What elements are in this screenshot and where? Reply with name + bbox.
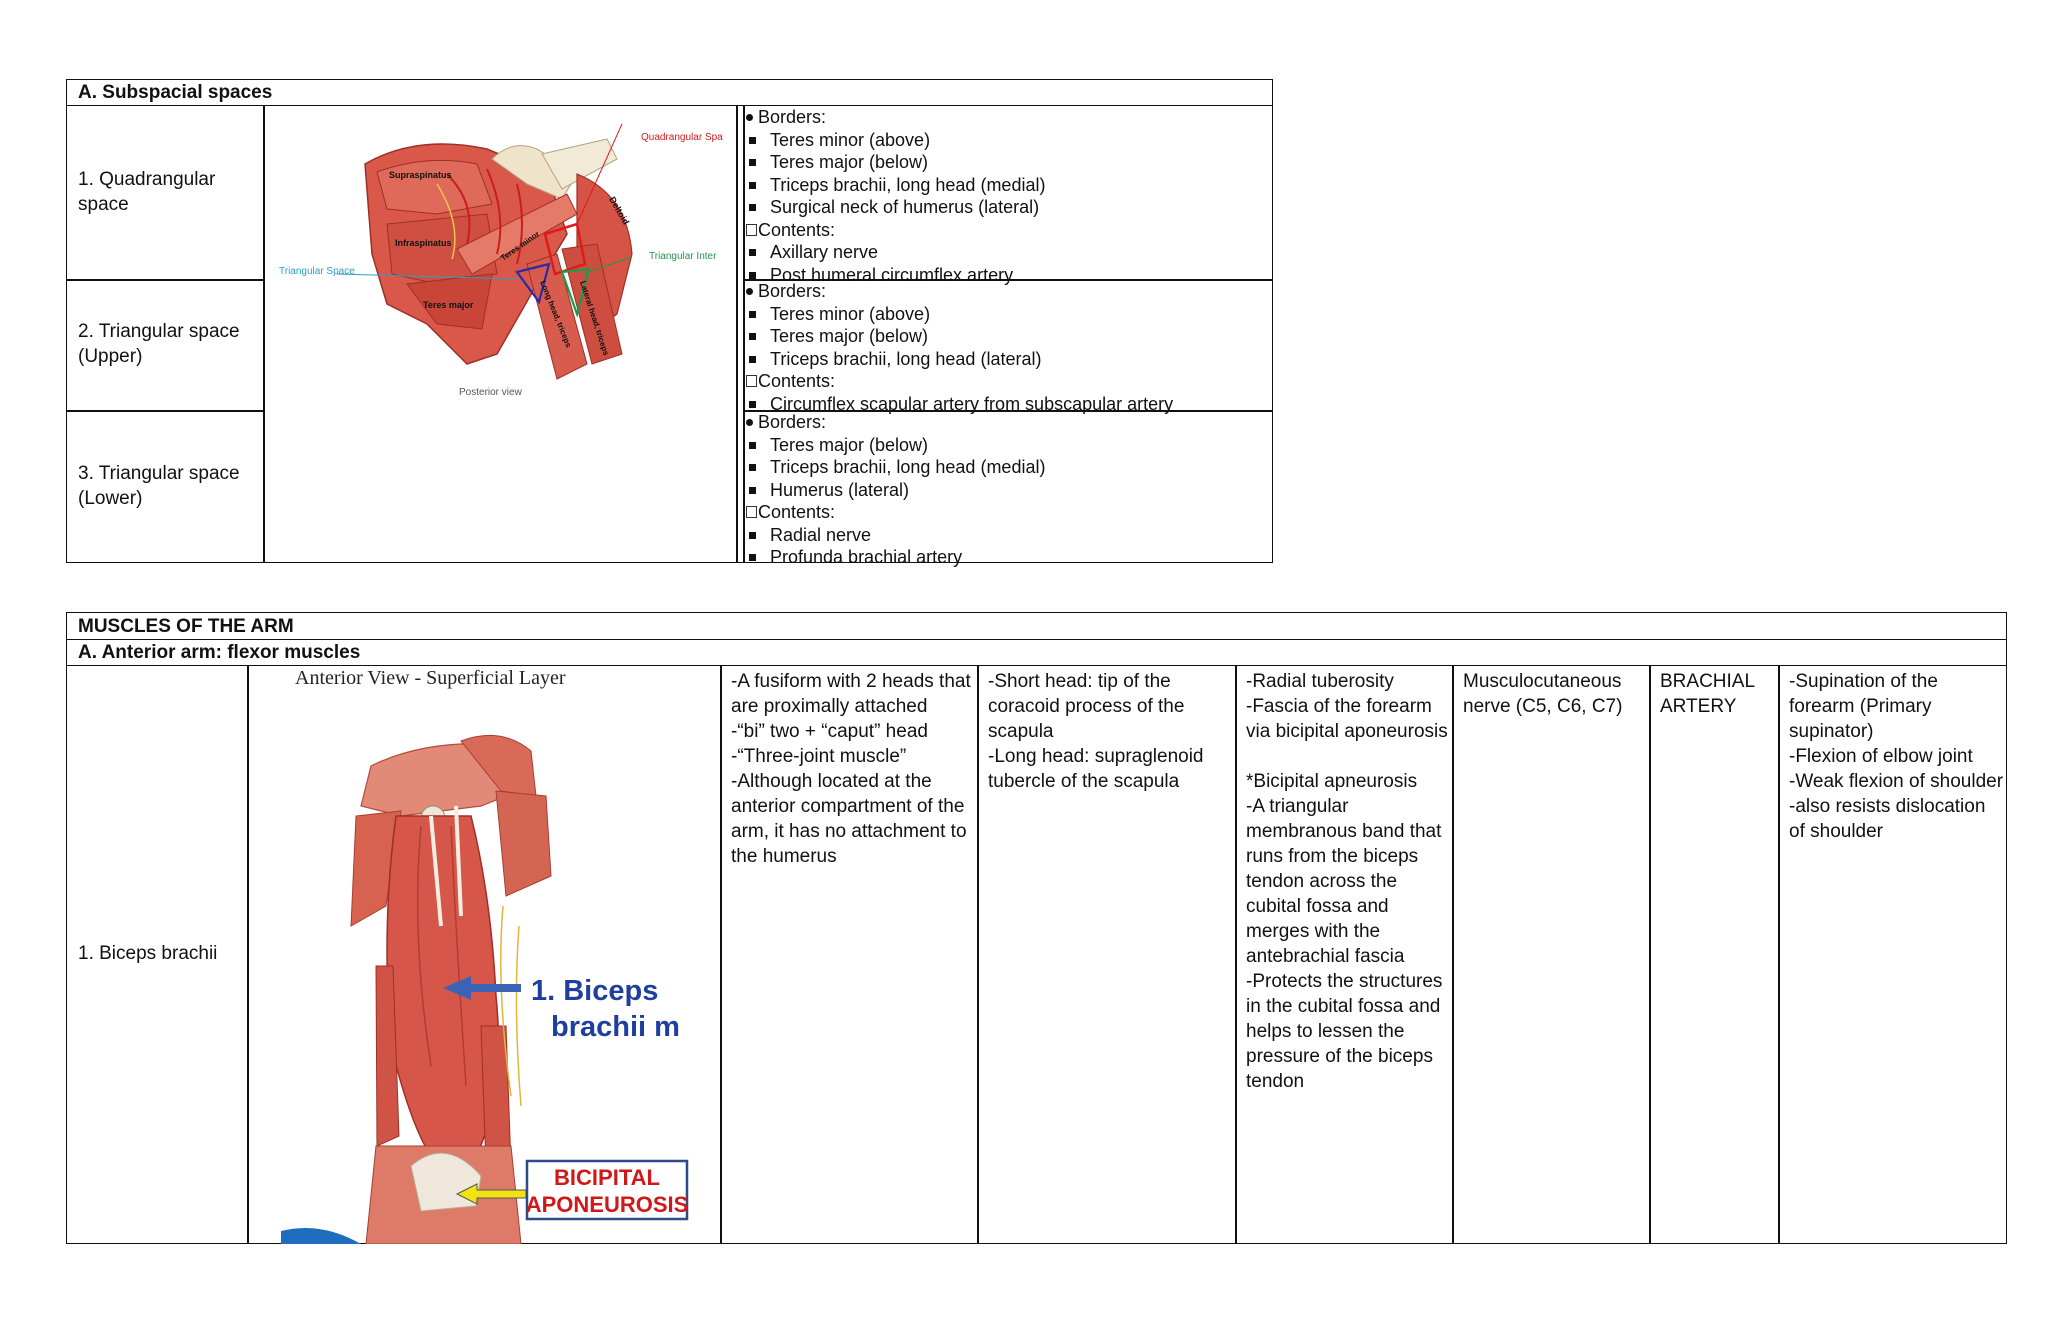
row-label-triangular-lower: 3. Triangular space (Lower)	[78, 463, 240, 509]
biceps-label-line1: 1. Biceps	[531, 975, 658, 1007]
figure-title: Anterior View - Superficial Layer	[295, 667, 566, 689]
aponeurosis-label-line2: APONEUROSIS	[526, 1192, 689, 1217]
column-divider	[263, 106, 265, 563]
quadrangular-details: Borders: Teres minor (above) Teres major…	[744, 107, 1045, 287]
posterior-shoulder-illustration: Supraspinatus Infraspinatus Teres major …	[277, 114, 807, 414]
muscle-action: -Supination of the forearm (Primary supi…	[1789, 671, 2004, 842]
list-item: Axillary nerve	[770, 242, 879, 262]
biceps-brachii-illustration: Anterior View - Superficial Layer	[281, 666, 717, 1244]
label-supraspinatus: Supraspinatus	[389, 170, 452, 180]
list-item: Teres major (below)	[770, 326, 929, 346]
subspacial-spaces-table: A. Subspacial spaces 1. Quadrangular spa…	[66, 79, 1273, 567]
label-quadrangular-space: Quadrangular Spa	[641, 132, 723, 143]
label-teres-major: Teres major	[423, 300, 474, 310]
list-item: Triceps brachii, long head (medial)	[770, 457, 1046, 477]
triangular-upper-details: Borders: Teres minor (above) Teres major…	[744, 281, 1173, 416]
muscle-insertion: -Radial tuberosity -Fascia of the forear…	[1246, 671, 1448, 1092]
label-triangular-space: Triangular Space	[279, 266, 355, 277]
section-heading: A. Anterior arm: flexor muscles	[67, 640, 2006, 666]
row-divider	[743, 410, 1273, 412]
list-item: Teres minor (above)	[770, 303, 931, 324]
muscle-origin: -Short head: tip of the coracoid process…	[988, 671, 1204, 792]
row-divider	[67, 279, 264, 281]
column-divider	[720, 666, 722, 1244]
list-item: Profunda brachial artery	[770, 547, 963, 567]
list-item: Triceps brachii, long head (lateral)	[770, 348, 1042, 369]
column-divider	[1649, 666, 1651, 1244]
label-posterior-view: Posterior view	[459, 387, 523, 398]
list-item: Teres major (below)	[770, 152, 929, 172]
column-divider	[1452, 666, 1454, 1244]
list-item: Teres minor (above)	[770, 129, 931, 150]
biceps-label-line2: brachii m	[551, 1011, 680, 1043]
column-divider	[1235, 666, 1237, 1244]
row-divider	[67, 410, 264, 412]
muscle-description: -A fusiform with 2 heads that are proxim…	[731, 671, 971, 867]
column-divider	[736, 106, 738, 563]
row-divider	[743, 279, 1273, 281]
column-divider	[1778, 666, 1780, 1244]
table-heading: MUSCLES OF THE ARM	[67, 613, 2006, 640]
label-triangular-interval: Triangular Inter	[649, 251, 717, 262]
triangular-lower-details: Borders: Teres major (below) Triceps bra…	[744, 412, 1045, 570]
table-heading: A. Subspacial spaces	[67, 80, 1272, 106]
list-item: Surgical neck of humerus (lateral)	[770, 197, 1040, 217]
column-divider	[247, 666, 249, 1244]
muscle-name: 1. Biceps brachii	[78, 943, 218, 964]
list-item: Circumflex scapular artery from subscapu…	[770, 393, 1174, 414]
column-divider	[977, 666, 979, 1244]
list-item: Radial nerve	[770, 524, 872, 545]
aponeurosis-label-line1: BICIPITAL	[554, 1165, 660, 1190]
muscle-artery: BRACHIAL ARTERY	[1660, 671, 1756, 717]
list-item: Triceps brachii, long head (medial)	[770, 174, 1046, 195]
list-item: Post humeral circumflex artery	[770, 264, 1014, 285]
label-infraspinatus: Infraspinatus	[395, 238, 452, 248]
list-item: Teres major (below)	[770, 434, 929, 455]
muscle-nerve: Musculocutaneous nerve (C5, C6, C7)	[1463, 671, 1623, 717]
muscles-of-arm-table: MUSCLES OF THE ARM A. Anterior arm: flex…	[66, 612, 2007, 1244]
row-label-quadrangular: 1. Quadrangular space	[78, 169, 216, 215]
list-item: Humerus (lateral)	[770, 479, 910, 500]
row-label-triangular-upper: 2. Triangular space (Upper)	[78, 321, 240, 367]
